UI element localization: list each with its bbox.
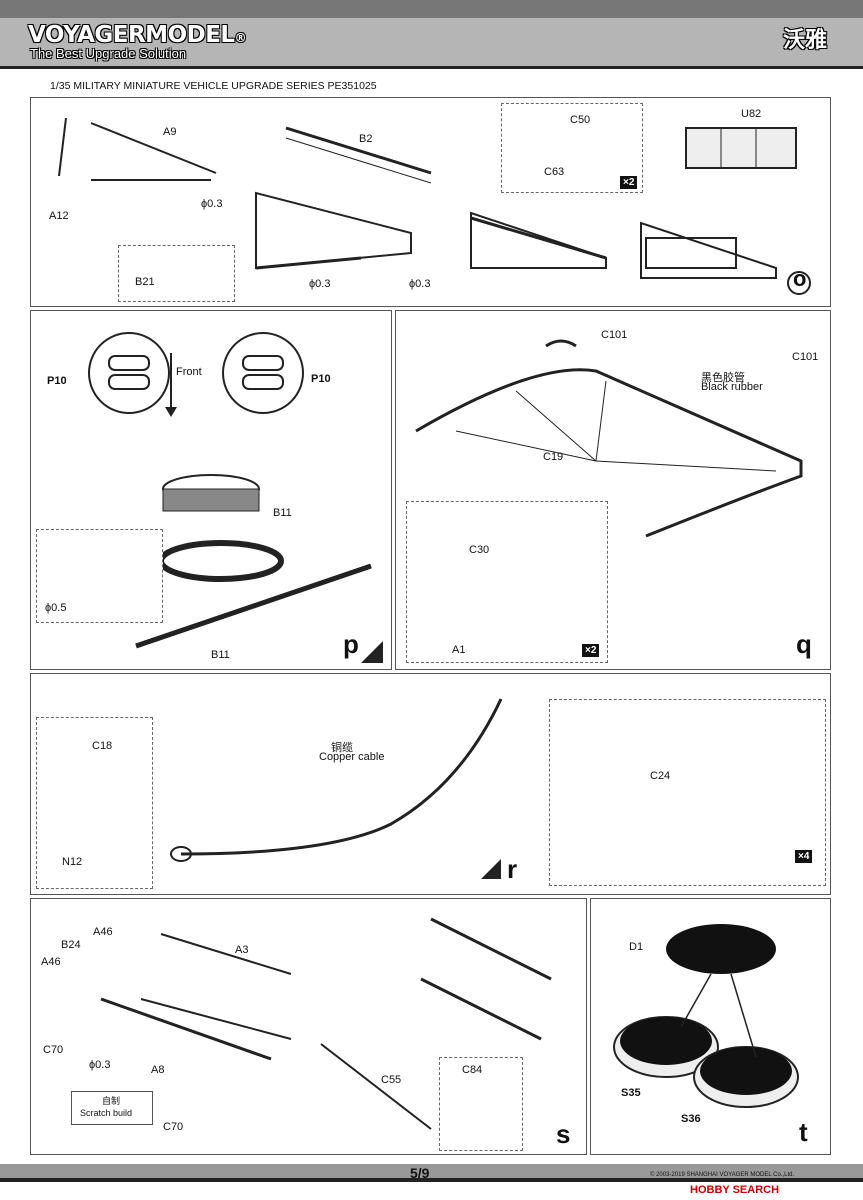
part-label: B11 [273, 507, 292, 519]
step-s-detail: C84 [439, 1057, 523, 1151]
part-label: A46 [41, 956, 61, 968]
part-label: S36 [681, 1113, 701, 1125]
step-t-drawing [613, 924, 799, 1108]
step-t-panel: D1 S35 S36 t [590, 898, 831, 1155]
part-label: C24 [650, 770, 671, 782]
part-label: C50 [570, 114, 591, 126]
part-label: P10 [311, 373, 331, 385]
step-letter: s [556, 1119, 571, 1149]
step-r-detail-right: C24 ×4 [549, 699, 826, 886]
part-label: C19 [543, 451, 564, 463]
quantity-badge: ×2 [582, 644, 600, 657]
part-label: ϕ0.3 [201, 198, 223, 210]
part-label: C30 [469, 544, 490, 556]
step-r-detail-left: C18 N12 [36, 717, 153, 889]
step-letter: q [796, 629, 812, 659]
part-label: C101 [792, 351, 819, 363]
scratch-build-note: 自制 Scratch build [71, 1091, 153, 1125]
part-label: C84 [462, 1064, 483, 1076]
brand-tagline: The Best Upgrade Solution [30, 46, 187, 61]
watermark: HOBBY SEARCH [690, 1184, 780, 1196]
step-p-panel: P10 Front P10 B11 ϕ0.5 B11 p [30, 310, 392, 670]
part-label: C63 [544, 166, 565, 178]
step-p-detail: ϕ0.5 [36, 529, 163, 623]
part-label: ϕ0.3 [409, 278, 431, 290]
part-label: C101 [601, 329, 628, 341]
material-label-cn: 黑色胶管 [701, 372, 745, 384]
footer-band [0, 1164, 863, 1182]
part-label: C55 [381, 1074, 402, 1086]
header-band [0, 0, 863, 69]
step-q-detail: C30 A1 ×2 [406, 501, 608, 663]
copyright: © 2003-2019 SHANGHAI VOYAGER MODEL Co.,L… [650, 1172, 795, 1178]
step-o-drawing [58, 117, 811, 295]
part-label: D1 [629, 941, 644, 953]
page-number: 5/9 [410, 1165, 430, 1181]
part-label: B2 [359, 133, 373, 145]
direction-label: Front [176, 366, 202, 378]
step-o-panel: A12 A9 B2 ϕ0.3 B21 ϕ0.3 ϕ0.3 C50 C63 ×2 … [30, 97, 831, 307]
header: VOYAGERMODEL® The Best Upgrade Solution … [0, 0, 863, 70]
step-o-detail-b21: B21 [118, 245, 235, 302]
step-q-drawing [415, 339, 803, 538]
part-label: P10 [47, 375, 67, 387]
step-letter: o [793, 266, 807, 291]
note-cn: 自制 [102, 1096, 121, 1106]
step-letter: p [343, 629, 359, 659]
part-label: U82 [741, 108, 762, 120]
step-letter: t [799, 1117, 808, 1147]
step-p-drawing [88, 332, 383, 663]
series-title: 1/35 MILITARY MINIATURE VEHICLE UPGRADE … [50, 80, 377, 92]
part-label: ϕ0.3 [89, 1059, 111, 1071]
part-label: A46 [93, 926, 113, 938]
part-label: B24 [61, 939, 81, 951]
part-label: B21 [135, 276, 155, 288]
part-label: C70 [43, 1044, 64, 1056]
brand-logo: VOYAGERMODEL® [28, 22, 247, 48]
quantity-badge: ×2 [620, 176, 638, 189]
part-label: A12 [49, 210, 69, 222]
brand-cn: 沃雅 [782, 27, 827, 52]
part-label: S35 [621, 1087, 641, 1099]
step-o-detail-c50: C50 C63 ×2 [501, 103, 643, 193]
note-text: Scratch build [80, 1108, 133, 1118]
part-label: A9 [163, 126, 177, 138]
part-label: ϕ0.3 [309, 278, 331, 290]
material-label-cn: 铜缆 [331, 742, 353, 754]
step-r-drawing [170, 698, 503, 879]
footer [0, 1160, 863, 1200]
quantity-badge: ×4 [795, 850, 813, 863]
part-label: C70 [163, 1121, 184, 1133]
part-label: ϕ0.5 [45, 602, 67, 614]
part-label: C18 [92, 740, 113, 752]
step-s-panel: A46 B24 A46 A3 C70 ϕ0.3 A8 自制 Scratch bu… [30, 898, 587, 1155]
part-label: A3 [235, 944, 249, 956]
part-label: B11 [211, 649, 230, 661]
part-label: A8 [151, 1064, 165, 1076]
part-label: A1 [452, 644, 466, 656]
part-label: N12 [62, 856, 83, 868]
step-s-drawing [100, 917, 552, 1130]
material-label: Black rubber [701, 381, 763, 393]
step-r-panel: C18 N12 铜缆 Copper cable r C24 ×4 [30, 673, 831, 895]
material-label: Copper cable [319, 751, 385, 763]
step-q-panel: C101 C101 黑色胶管 Black rubber C19 C30 A1 ×… [395, 310, 831, 670]
step-letter: r [507, 854, 518, 884]
